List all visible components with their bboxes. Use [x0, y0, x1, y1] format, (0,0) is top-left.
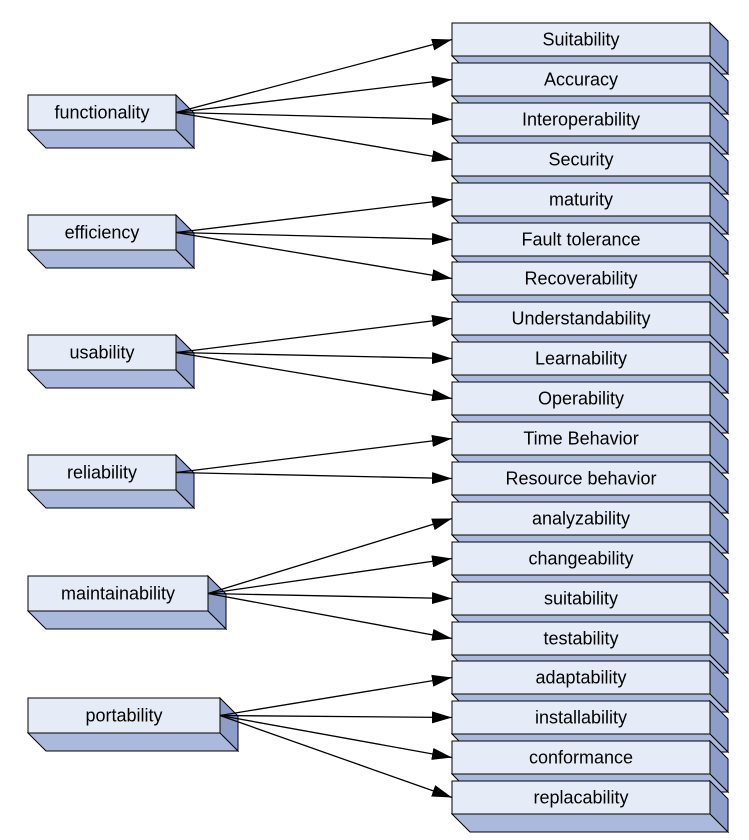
box-front-face: [451, 780, 711, 815]
sub-box-installability-label: installability: [535, 708, 627, 728]
box-front-face: [451, 62, 711, 97]
box-front-face: [451, 581, 711, 616]
arrow-to-analyzability: [207, 517, 453, 595]
box-front-face: [451, 541, 711, 576]
sub-box-conformance-label: conformance: [529, 748, 633, 768]
characteristic-box-efficiency-label: efficiency: [65, 223, 140, 243]
characteristic-box-functionality-label: functionality: [54, 103, 149, 123]
characteristic-box-portability: portability: [26, 696, 240, 753]
box-front-face: [451, 22, 711, 57]
sub-box-replacability-label: replacability: [533, 788, 628, 808]
sub-box-operability-label: Operability: [538, 389, 624, 409]
box-bottom-face: [26, 732, 240, 752]
arrow-to-testability: [207, 592, 453, 641]
sub-box-time-behavior-label: Time Behavior: [523, 429, 638, 449]
sub-box-analyzability-label: analyzability: [532, 509, 630, 529]
box-front-face: [451, 421, 711, 456]
sub-box-resource-behavior-label: Resource behavior: [505, 469, 656, 489]
arrow-to-conformance: [219, 714, 453, 760]
box-front-face: [451, 501, 711, 536]
box-front-face: [451, 222, 711, 257]
characteristic-box-portability-label: portability: [85, 706, 162, 726]
arrow-to-time-behavior: [175, 434, 453, 474]
characteristic-box-functionality: functionality: [26, 93, 196, 150]
sub-box-fault-tolerance-label: Fault tolerance: [521, 230, 640, 250]
characteristic-box-usability-label: usability: [69, 343, 134, 363]
arrow-to-accuracy: [175, 75, 453, 114]
box-front-face: [27, 454, 177, 491]
sub-box-suitability-label: suitability: [544, 589, 618, 609]
sub-box-interoperability-label: Interoperability: [522, 110, 640, 130]
box-front-face: [27, 575, 209, 612]
box-front-face: [451, 621, 711, 656]
arrow-to-recoverability: [175, 231, 453, 282]
box-front-face: [451, 461, 711, 496]
sub-box-recoverability-label: Recoverability: [524, 269, 637, 289]
arrow-to-fault-tolerance: [175, 231, 453, 245]
box-front-face: [451, 261, 711, 296]
arrow-to-maturity: [175, 195, 453, 234]
arrow-to-understandability: [175, 314, 453, 354]
arrow-to-resource-behavior: [175, 471, 453, 485]
box-bottom-face: [26, 249, 196, 269]
box-front-face: [451, 740, 711, 775]
box-bottom-face: [26, 489, 196, 509]
arrow-to-changeability: [207, 555, 453, 595]
box-front-face: [27, 214, 177, 251]
box-bottom-face: [26, 369, 196, 389]
characteristic-box-usability: usability: [26, 333, 196, 390]
box-bottom-face: [26, 129, 196, 149]
arrow-to-adaptability: [219, 674, 453, 717]
box-bottom-face: [26, 610, 228, 630]
sub-box-changeability-label: changeability: [528, 549, 633, 569]
sub-box-testability-label: testability: [543, 629, 618, 649]
box-front-face: [27, 697, 221, 734]
characteristic-box-maintainability: maintainability: [26, 574, 228, 631]
sub-box-maturity-label: maturity: [549, 190, 613, 210]
sub-box-learnability-label: Learnability: [535, 349, 627, 369]
box-front-face: [451, 660, 711, 695]
sub-box-understandability-label: Understandability: [511, 309, 650, 329]
box-front-face: [451, 102, 711, 137]
box-bottom-face: [450, 813, 730, 833]
arrow-to-security: [175, 111, 453, 163]
arrow-to-replacability: [219, 714, 453, 799]
sub-box-security: Security: [450, 141, 730, 196]
box-front-face: [27, 94, 177, 131]
characteristic-box-reliability-label: reliability: [67, 463, 137, 483]
box-front-face: [451, 142, 711, 177]
arrow-to-suitability: [175, 38, 453, 114]
arrow-to-suitability: [207, 592, 453, 605]
box-front-face: [451, 381, 711, 416]
characteristic-box-reliability: reliability: [26, 453, 196, 510]
arrow-to-operability: [175, 351, 453, 402]
sub-box-accuracy-label: Accuracy: [544, 70, 618, 90]
box-front-face: [451, 341, 711, 376]
sub-box-replacability: replacability: [450, 779, 730, 834]
arrow-to-interoperability: [175, 111, 453, 125]
sub-box-suitability-label: Suitability: [542, 30, 619, 50]
characteristic-box-maintainability-label: maintainability: [61, 584, 175, 604]
box-front-face: [451, 301, 711, 336]
arrow-to-installability: [219, 711, 453, 724]
sub-box-adaptability-label: adaptability: [535, 668, 626, 688]
box-front-face: [451, 700, 711, 735]
characteristic-box-efficiency: efficiency: [26, 213, 196, 270]
sub-box-security-label: Security: [548, 150, 613, 170]
arrow-to-learnability: [175, 351, 453, 365]
